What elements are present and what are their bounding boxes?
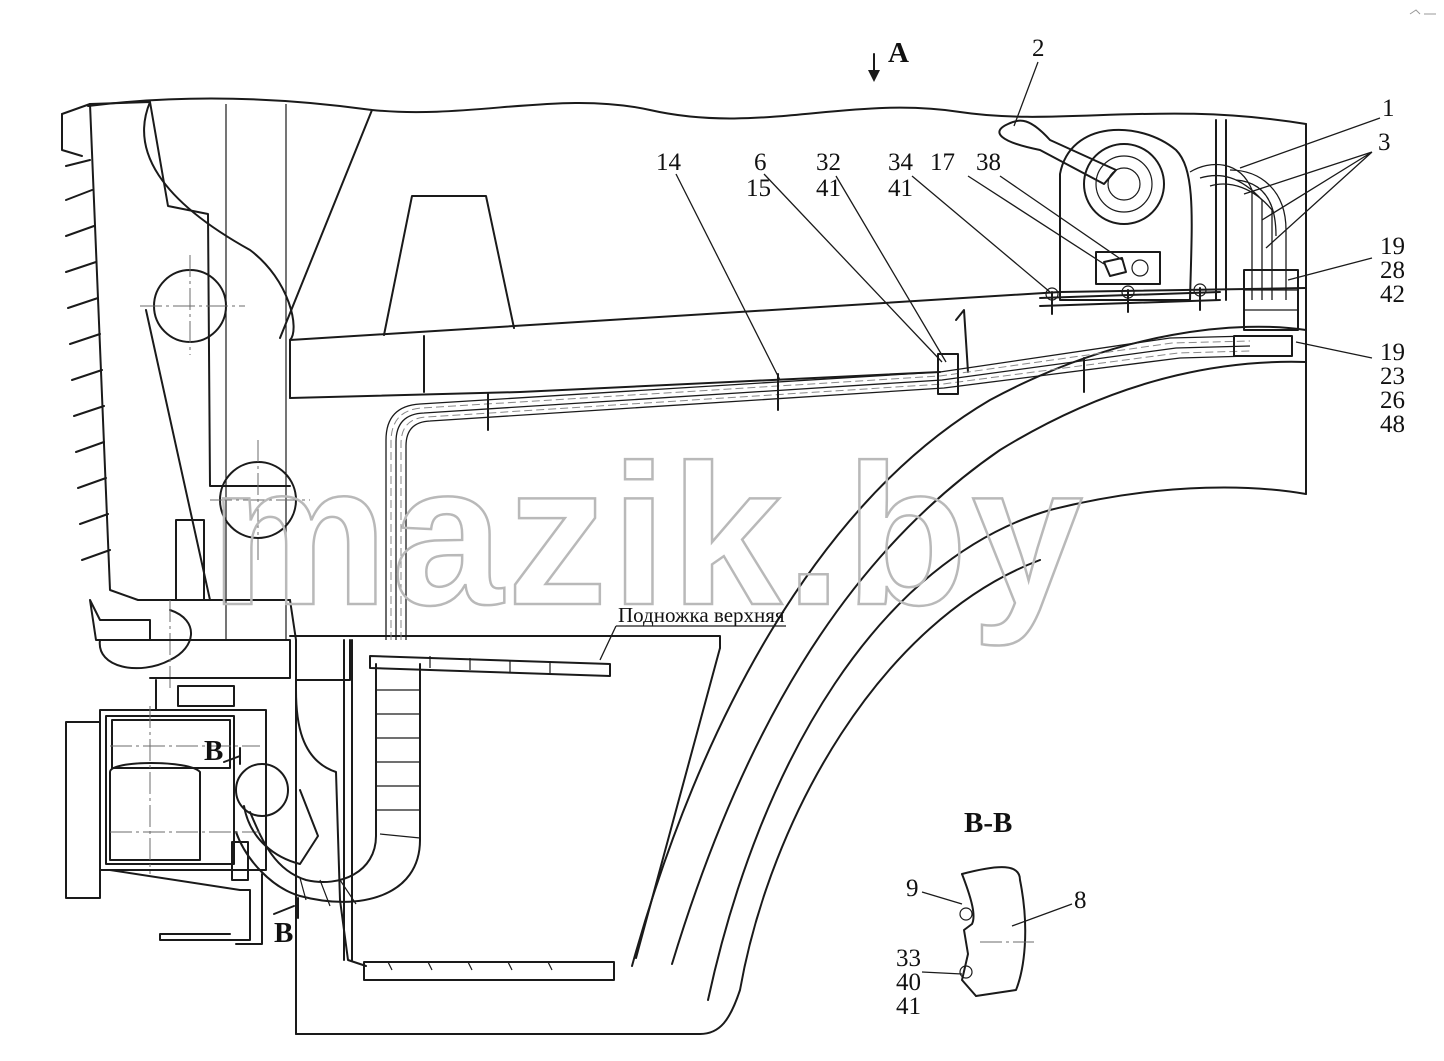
callout-label: 2 bbox=[1032, 35, 1045, 62]
corrugated-hose bbox=[235, 639, 721, 981]
callout-label: 40 bbox=[896, 969, 921, 996]
view-label: A bbox=[888, 37, 909, 69]
callout-label: 1 bbox=[1382, 95, 1395, 122]
radiator-block bbox=[61, 101, 721, 690]
view-a-arrow: A bbox=[868, 37, 909, 82]
callout-label: 23 bbox=[1380, 363, 1405, 390]
corner-mark bbox=[1409, 9, 1436, 15]
callout-label: 14 bbox=[656, 149, 682, 176]
callout-label: 19 bbox=[1380, 339, 1405, 366]
callout-label: 9 bbox=[906, 875, 919, 902]
callout-label: 33 bbox=[896, 945, 921, 972]
section-mark-upper: B bbox=[204, 735, 223, 767]
leader-lines bbox=[599, 61, 1381, 975]
wheel-arch bbox=[295, 325, 1307, 1035]
callout-label: 19 bbox=[1380, 233, 1405, 260]
callout-label: 32 bbox=[816, 149, 841, 176]
callout-label: 26 bbox=[1380, 387, 1405, 414]
callout-label: 3 bbox=[1378, 129, 1391, 156]
callout-label: 48 bbox=[1380, 411, 1405, 438]
callout-label: 42 bbox=[1380, 281, 1405, 308]
heater-unit bbox=[998, 119, 1221, 315]
callout-label: 15 bbox=[746, 175, 771, 202]
section-marks: B B bbox=[204, 735, 299, 949]
watermark: mazik.by bbox=[210, 424, 1087, 647]
section-title: B-B bbox=[964, 807, 1012, 839]
lower-heater bbox=[65, 679, 319, 945]
callout-label: 17 bbox=[930, 149, 955, 176]
callout-label: 34 bbox=[888, 149, 914, 176]
callout-label: 28 bbox=[1380, 257, 1405, 284]
section-mark-lower: B bbox=[274, 917, 293, 949]
callouts: 2 1 3 14 6 15 32 41 34 41 17 38 19 28 42… bbox=[656, 35, 1405, 1020]
upper-step-note: Подножка верхняя bbox=[618, 603, 785, 627]
callout-label: 38 bbox=[976, 149, 1001, 176]
callout-label: 6 bbox=[754, 149, 767, 176]
section-bb-detail bbox=[959, 866, 1034, 997]
callout-label: 41 bbox=[896, 993, 921, 1020]
callout-label: 41 bbox=[888, 175, 913, 202]
pipe-bundle bbox=[385, 163, 1299, 640]
callout-label: 8 bbox=[1074, 887, 1087, 914]
callout-label: 41 bbox=[816, 175, 841, 202]
